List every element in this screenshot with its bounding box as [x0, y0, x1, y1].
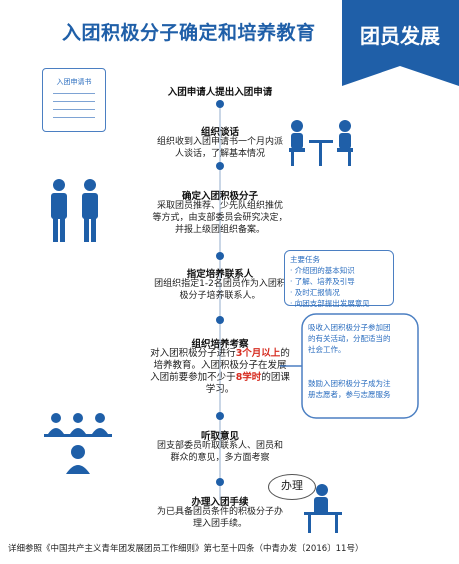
task-item: · 介绍团的基本知识: [290, 266, 355, 275]
two-people-icon: [51, 179, 98, 242]
task-item: · 及时汇报情况: [290, 288, 340, 297]
step-2-desc: 组织收到入团申请书一个月内派人谈话，了解基本情况: [156, 137, 283, 159]
note-volunteer: 鼓励入团积极分子成为注册志愿者，参与志愿服务: [308, 379, 391, 399]
banner-badge: [342, 0, 459, 86]
step-3-desc: 采取团员推荐、少先队组织推优等方式，由支部委员会研究决定，并报上级团组织备案。: [152, 201, 288, 235]
badge-bubble: 办理: [268, 474, 316, 500]
step-6-title: 听取意见: [200, 431, 239, 442]
banner-label: 团员发展: [360, 24, 440, 48]
desk-worker-icon: [304, 484, 342, 533]
step-7-title: 办理入团手续: [191, 497, 249, 508]
meeting-icon: [289, 120, 353, 166]
page-title: 入团积极分子确定和培养教育: [62, 22, 316, 44]
step-5-desc: 对入团积极分子进行3个月以上的 培养教育。入团积极分子在发展 入团前要参加不少于…: [150, 348, 290, 395]
note-activities: 吸收入团积极分子参加团的有关活动，分配适当的社会工作。: [308, 323, 391, 354]
step-3-title: 确定入团积极分子: [181, 191, 258, 202]
step-6-desc: 团支部委员听取联系人、团员和群众的意见，多方面考察: [156, 441, 283, 463]
tasks-box: 主要任务 · 介绍团的基本知识 · 了解、培养及引导 · 及时汇报情况 · 向团…: [284, 250, 394, 308]
task-item: · 向团支部提出发展意见: [290, 299, 370, 308]
step-4-title: 指定培养联系人: [186, 269, 254, 280]
step-marker: [216, 412, 224, 420]
tasks-heading: 主要任务: [290, 255, 320, 264]
notes-bracket: [280, 313, 419, 419]
task-item: · 了解、培养及引导: [290, 277, 355, 286]
step-4-desc: 团组织指定1-2名团员作为入团积极分子培养联系人。: [154, 279, 286, 301]
step-marker: [216, 100, 224, 108]
step-5-title: 组织培养考察: [191, 339, 249, 350]
step-7-desc: 为已具备团员条件的积极分子办理入团手续。: [156, 507, 283, 529]
step-marker: [216, 316, 224, 324]
flow-spine: [219, 100, 221, 500]
step-marker: [216, 478, 224, 486]
footer-reference: 详细参照《中国共产主义青年团发展团员工作细则》第七至十四条（中青办发〔2016〕…: [8, 544, 364, 554]
step-1-title: 入团申请人提出入团申请: [167, 87, 273, 98]
step-marker: [216, 252, 224, 260]
document-label: 入团申请书: [56, 78, 92, 86]
audience-icon: [44, 413, 112, 474]
step-2-title: 组织谈话: [200, 127, 239, 138]
step-marker: [216, 162, 224, 170]
application-document-icon: 入团申请书: [42, 68, 106, 132]
